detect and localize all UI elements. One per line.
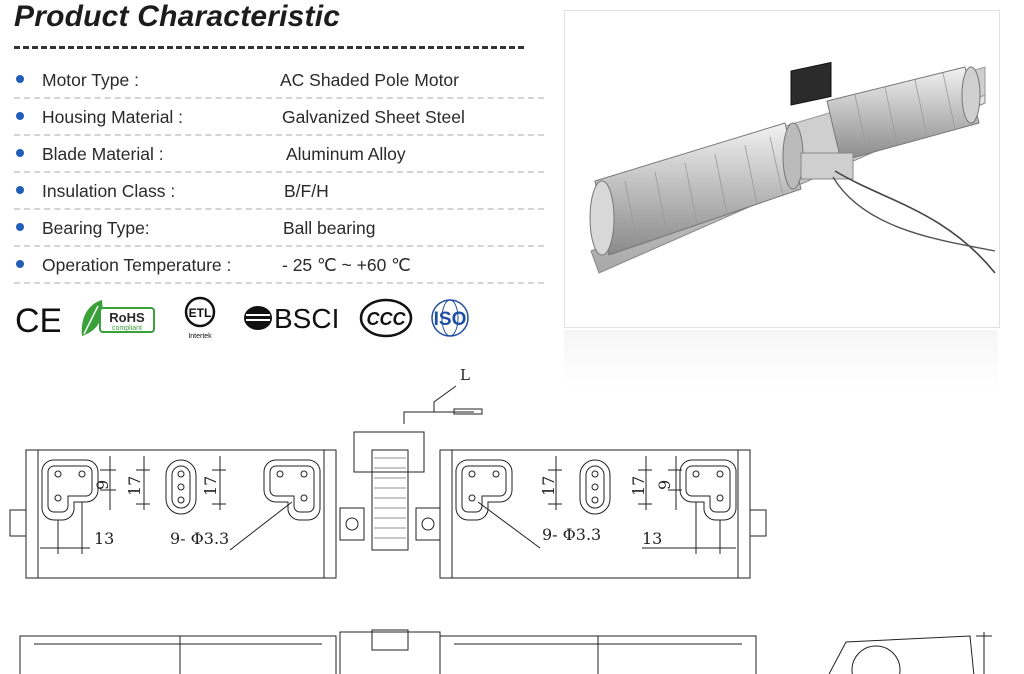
spec-list: Motor Type : AC Shaded Pole Motor Housin…: [14, 62, 544, 284]
bullet-icon: [16, 223, 24, 231]
spec-label: Housing Material :: [42, 107, 184, 127]
page-title: Product Characteristic: [14, 0, 341, 33]
spec-label: Operation Temperature :: [42, 255, 232, 275]
bullet-icon: [16, 112, 24, 120]
spec-row-housing-material: Housing Material : Galvanized Sheet Stee…: [14, 99, 544, 136]
rohs-logo-icon: RoHS compliant: [81, 300, 155, 336]
hole-spec-right: 9- Φ3.3: [542, 525, 601, 544]
ce-mark-icon: CE: [15, 302, 60, 340]
lead-wire-label: L: [460, 366, 470, 384]
dim-9-right: 9: [655, 480, 674, 490]
spec-label: Motor Type :: [42, 70, 139, 90]
spec-label: Bearing Type:: [42, 218, 150, 238]
dim-13-right: 13: [642, 529, 662, 548]
spec-value: - 25 ℃ ~ +60 ℃: [282, 255, 411, 275]
spec-value: Galvanized Sheet Steel: [282, 107, 465, 127]
technical-drawing: L 9 17 17 13 9- Φ3.3 17 17 9 13 9- Φ3.3: [9, 366, 992, 674]
bullet-icon: [16, 75, 24, 83]
spec-label: Insulation Class :: [42, 181, 176, 201]
svg-text:BSCI: BSCI: [274, 303, 339, 334]
svg-text:RoHS: RoHS: [109, 310, 145, 325]
spec-row-insulation-class: Insulation Class : B/F/H: [14, 173, 544, 210]
spec-row-blade-material: Blade Material : Aluminum Alloy: [14, 136, 544, 173]
svg-text:CCC: CCC: [367, 309, 407, 329]
spec-label: Blade Material :: [42, 144, 164, 164]
svg-text:Intertek: Intertek: [188, 333, 212, 340]
spec-value: AC Shaded Pole Motor: [280, 70, 459, 90]
etl-logo-icon: ETL Intertek: [184, 296, 216, 340]
bullet-icon: [16, 149, 24, 157]
bullet-icon: [16, 260, 24, 268]
svg-text:ETL: ETL: [189, 306, 212, 320]
spec-row-motor-type: Motor Type : AC Shaded Pole Motor: [14, 62, 544, 99]
dim-13-left: 13: [94, 529, 114, 548]
svg-text:CE: CE: [15, 302, 60, 340]
spec-value: Aluminum Alloy: [286, 144, 406, 164]
photo-reflection: [564, 330, 998, 390]
dim-17-left: 17: [125, 476, 144, 496]
certification-logos: CE RoHS compliant ETL Intertek BSCI CCC …: [14, 296, 484, 340]
dim-9-left: 9: [93, 480, 112, 490]
spec-row-operation-temperature: Operation Temperature : - 25 ℃ ~ +60 ℃: [14, 247, 544, 284]
hole-spec-left: 9- Φ3.3: [170, 529, 229, 548]
cross-flow-fan-image: [589, 61, 996, 274]
dim-17-right-edge: 17: [629, 476, 648, 496]
dim-17-mid: 17: [201, 476, 220, 496]
bullet-icon: [16, 186, 24, 194]
ccc-logo-icon: CCC: [359, 298, 413, 338]
spec-value: Ball bearing: [283, 218, 376, 238]
iso-logo-icon: ISO: [431, 299, 469, 337]
title-divider: [14, 46, 524, 49]
bsci-logo-icon: BSCI: [244, 303, 339, 334]
spec-row-bearing-type: Bearing Type: Ball bearing: [14, 210, 544, 247]
product-photo: [564, 10, 1000, 328]
dim-17-right: 17: [539, 476, 558, 496]
spec-value: B/F/H: [284, 181, 329, 201]
svg-text:compliant: compliant: [112, 325, 142, 332]
svg-text:ISO: ISO: [434, 309, 467, 330]
